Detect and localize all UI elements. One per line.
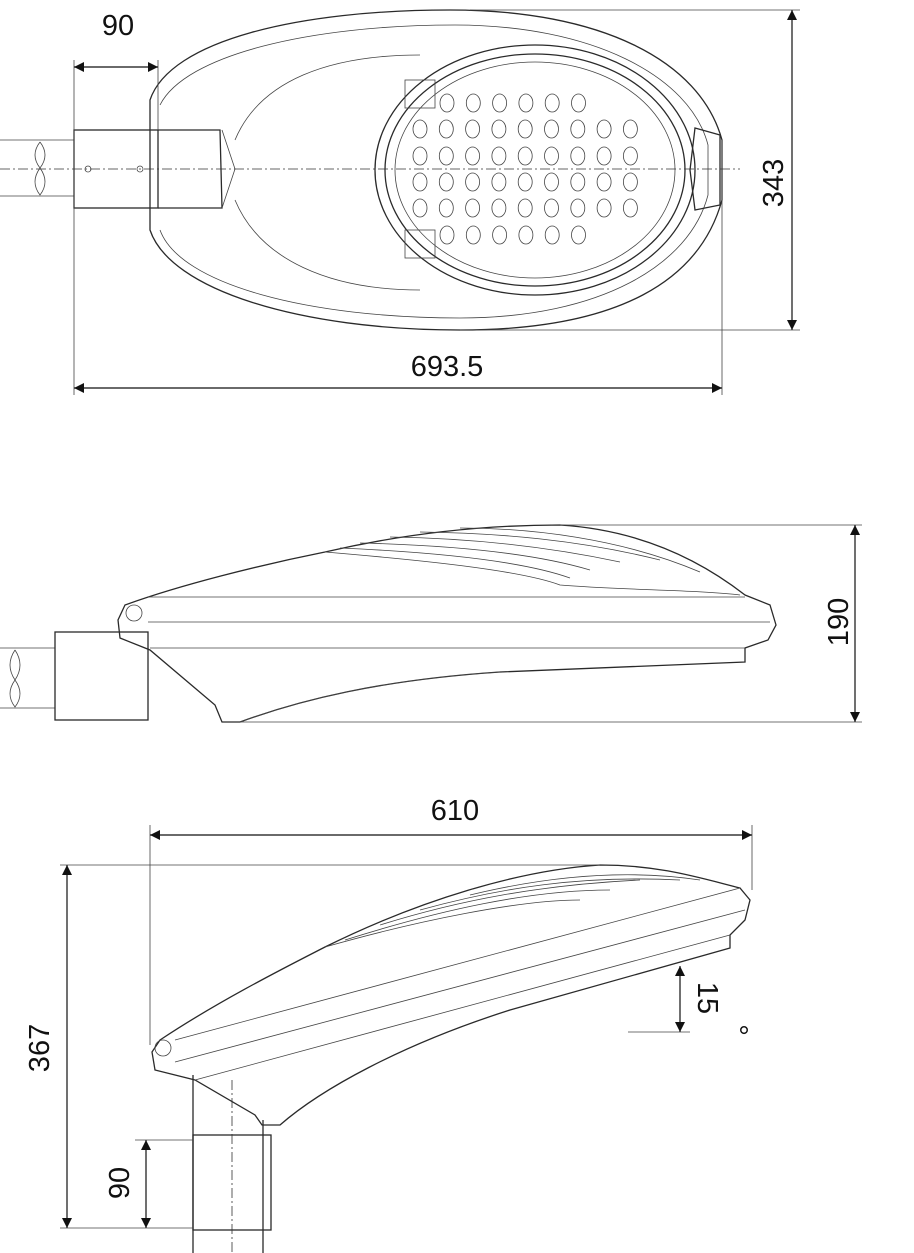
led-lens (465, 198, 481, 218)
led-lens (412, 172, 428, 192)
dim-height-label: 367 (24, 1024, 56, 1072)
led-lens (517, 119, 533, 139)
led-lens (491, 146, 507, 166)
top-view: 90 343 693.5 (0, 9, 800, 395)
led-lens (570, 198, 586, 218)
led-lens (439, 225, 455, 245)
tilt-angle-label: 15 (691, 982, 723, 1014)
led-lens (570, 119, 586, 139)
led-lens (465, 172, 481, 192)
dim-mount-width-label: 90 (104, 1167, 136, 1199)
led-lens (623, 198, 638, 218)
led-lens (465, 146, 481, 166)
led-lens (492, 225, 508, 245)
led-lens (623, 119, 638, 139)
led-lens (438, 119, 454, 139)
led-lens (596, 119, 612, 139)
led-lens (570, 172, 586, 192)
led-lens (438, 146, 454, 166)
dim-mount-width-label: 90 (102, 10, 134, 42)
led-lens (544, 172, 559, 192)
led-lens (596, 146, 612, 166)
led-lens (517, 172, 533, 192)
housing-outline (117, 524, 777, 723)
dim-length-label: 610 (431, 795, 479, 827)
led-lens (491, 119, 507, 139)
led-lens (623, 172, 638, 192)
led-lens (570, 146, 586, 166)
led-lens (412, 198, 428, 218)
led-lens (596, 198, 612, 218)
led-lens (518, 225, 534, 245)
mounting-bracket (54, 631, 149, 721)
led-lens (491, 172, 507, 192)
led-lens (438, 198, 454, 218)
led-lens (465, 119, 481, 139)
led-lens (465, 225, 481, 245)
tilted-view: 610 367 90 15 ° (24, 795, 753, 1253)
led-lens (596, 172, 612, 192)
led-lens (571, 93, 586, 113)
led-lens (465, 93, 481, 113)
led-lens (412, 119, 428, 139)
led-lens (544, 198, 559, 218)
dim-height-label: 343 (758, 159, 790, 207)
led-lens (517, 146, 533, 166)
led-lens (544, 119, 559, 139)
housing-outline (149, 9, 723, 331)
led-lens (571, 225, 586, 245)
led-lens (544, 93, 560, 113)
degree-symbol: ° (721, 1024, 753, 1036)
dim-length-label: 693.5 (411, 351, 484, 383)
dim-height-label: 190 (823, 598, 855, 646)
led-lens (544, 146, 559, 166)
housing-outline (151, 864, 751, 1126)
led-lens (439, 93, 455, 113)
led-array (412, 93, 638, 245)
led-lens (518, 93, 534, 113)
led-lens (412, 146, 428, 166)
led-lens (544, 225, 560, 245)
led-lens (623, 146, 638, 166)
led-lens (438, 172, 454, 192)
led-lens (492, 93, 508, 113)
side-view: 190 (0, 524, 862, 723)
led-lens (491, 198, 507, 218)
led-lens (517, 198, 533, 218)
